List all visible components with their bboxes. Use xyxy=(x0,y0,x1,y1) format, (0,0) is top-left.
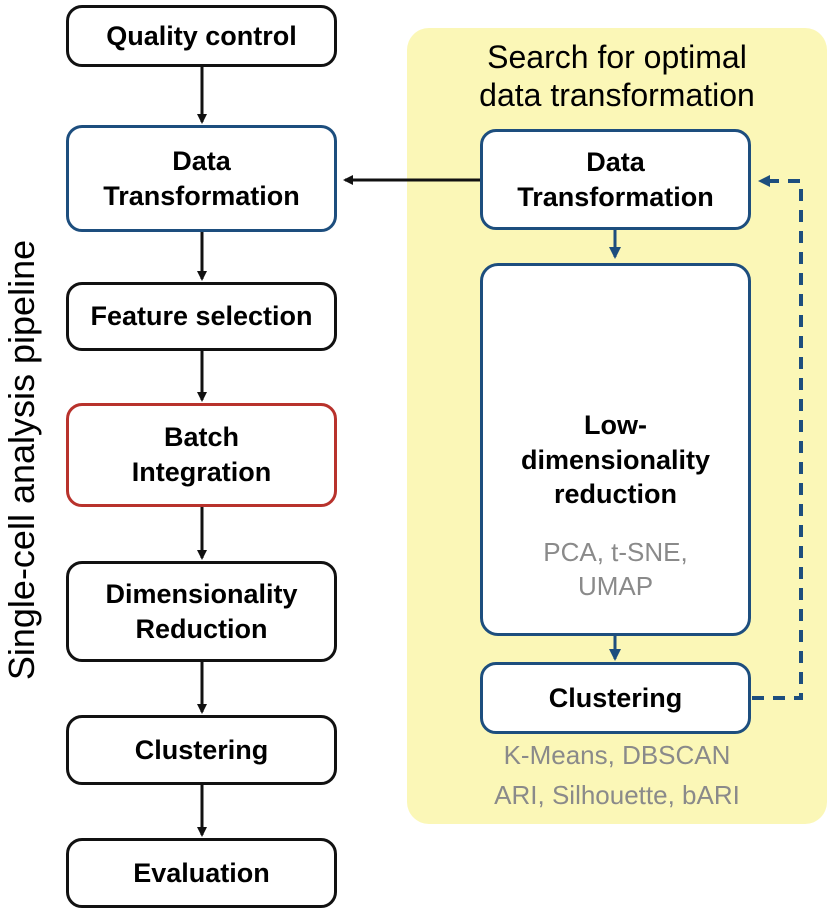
low-dim-title: Low- dimensionality reduction xyxy=(520,410,711,510)
pipeline-step-clustering: Clustering xyxy=(66,715,337,785)
pipeline-step-quality-control: Quality control xyxy=(66,5,337,67)
pipeline-step-feature-selection: Feature selection xyxy=(66,282,337,351)
search-step-low-dimensionality-reduction: Low- dimensionality reduction PCA, t-SNE… xyxy=(480,263,751,636)
low-dim-methods: PCA, t-SNE, UMAP xyxy=(543,537,688,601)
pipeline-step-data-transformation: Data Transformation xyxy=(66,125,337,232)
search-step-data-transformation: Data Transformation xyxy=(480,129,751,230)
search-step-clustering: Clustering xyxy=(480,662,751,734)
pipeline-step-evaluation: Evaluation xyxy=(66,838,337,908)
pipeline-step-batch-integration: Batch Integration xyxy=(66,403,337,507)
search-panel-title: Search for optimal data transformation xyxy=(479,39,755,114)
clustering-methods-note: K-Means, DBSCAN xyxy=(503,740,731,770)
feedback-loop-dashed xyxy=(752,175,803,700)
pipeline-step-dimensionality-reduction: Dimensionality Reduction xyxy=(66,561,337,662)
evaluation-metrics-note: ARI, Silhouette, bARI xyxy=(494,780,740,810)
